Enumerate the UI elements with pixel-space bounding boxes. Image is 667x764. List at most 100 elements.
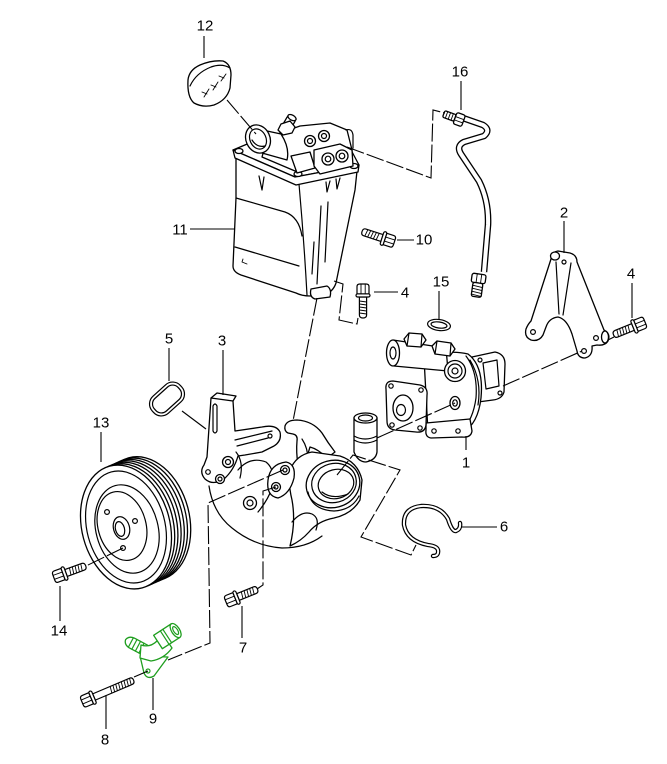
bracket-3-slot [212,403,218,434]
pump-flange-hole [418,387,424,393]
bolt-7-part [222,582,261,609]
power-steering-pump-part [385,332,506,439]
callout-5[interactable]: 5 [165,331,173,348]
assembly-line-pressure-line [346,109,446,179]
fitting-9-tab [139,655,169,679]
bracket-3-boss [214,473,226,485]
callout-1[interactable]: 1 [462,455,470,472]
o-ring-15-inner [430,321,448,329]
reservoir-lid-rim [232,149,360,186]
bolt-4-bracket-part [610,315,649,342]
callout-15[interactable]: 15 [433,274,450,291]
reservoir-port [317,129,331,143]
reservoir-lid-stud [234,147,244,155]
o-ring-15-part [426,318,452,332]
assembly-line-bolt-7 [256,486,277,590]
pipe-stub [353,412,378,463]
housing-body-outline [208,485,323,549]
port-ring-bore [317,468,355,500]
stub-bore [357,414,374,422]
reservoir-port-hole [338,152,346,160]
callout-4-reservoir[interactable]: 4 [401,285,409,302]
bracket-3-hole [267,433,273,439]
pump-valve-plug [389,346,397,360]
assembly-line-reservoir-bolt [333,280,359,325]
clip-wire-outline [401,503,463,559]
callout-6[interactable]: 6 [500,519,508,536]
reservoir-clips [258,175,341,193]
bracket-2-hole [592,335,599,342]
bolt-14-part [50,558,89,585]
reservoir-foot [309,285,332,300]
reservoir-port [335,149,349,163]
pump-plate-hole [497,390,503,396]
bracket-3-rod [235,451,242,479]
reservoir-nipple-nut [277,120,296,136]
o-ring-15-outer [426,318,452,332]
callout-8[interactable]: 8 [101,732,109,749]
assembly-line-fitting-9 [167,469,284,661]
bracket-2-part [524,250,610,359]
port-rings [159,628,173,645]
reservoir-port [321,152,335,166]
pump-flange-hole [388,383,394,389]
reservoir-panel-line [234,246,300,267]
pressure-line-part [442,110,492,298]
pump-plate-hole [477,357,483,363]
bracket-2-body [524,250,610,359]
assembly-lines [85,99,615,678]
callout-11[interactable]: 11 [172,222,188,239]
cap-body [187,60,232,107]
housing-lug [242,495,258,511]
cap-grip-marks [201,73,227,98]
pump-banjo-ring [447,363,463,379]
bolt [610,315,649,342]
o-ring-5-outer [148,381,186,417]
callout-9[interactable]: 9 [149,711,157,728]
bracket-3-hole [205,469,211,475]
reservoir-filler-thread [251,139,266,147]
reservoir-rib [311,201,329,285]
pump-flange-hole [417,425,423,431]
reservoir-port-hole [320,132,328,140]
reservoir-cap-part [187,60,232,107]
fitting-nut-faces [453,116,465,124]
assembly-line-cap [226,99,257,135]
callout-2[interactable]: 2 [560,205,568,222]
leader-lines [59,36,633,729]
housing-bolt-hole [279,464,291,476]
callout-16[interactable]: 16 [452,64,469,81]
housing-lug-hole [246,499,254,507]
callout-13[interactable]: 13 [93,415,110,432]
pump-shaft [395,403,407,417]
pulley-bolt-hole [132,517,139,524]
housing-bolt-hole-inner [273,484,279,490]
callout-12[interactable]: 12 [197,18,214,35]
callout-7[interactable]: 7 [239,640,247,657]
bracket-2-spacer [600,330,610,344]
callout-3[interactable]: 3 [218,333,226,350]
pump-inlet-bore [452,399,458,407]
bracket-2-top-boss [549,251,561,261]
o-ring-5-inner [151,384,183,414]
bracket-3-part [201,392,282,485]
callout-4-bracket[interactable]: 4 [627,266,635,283]
assembly-line-reservoir-housing [292,297,318,422]
reservoir-front-edge [298,183,308,296]
stub-bead [353,435,378,444]
pipe-fill [457,115,491,273]
engine-housing [208,419,363,549]
pulley-recess [94,484,160,574]
reservoir-panel-line [235,197,303,237]
bolt [359,224,398,250]
bracket-2-ribs [555,261,572,316]
reservoir-port-hole [306,137,314,145]
callout-14[interactable]: 14 [51,623,68,640]
callout-10[interactable]: 10 [416,232,433,249]
pump-lug-hole [431,428,437,434]
assembly-line-bracket-bolt [607,336,615,341]
pump-hex-nut-faces [406,332,423,348]
port-ring-side [307,491,360,512]
reservoir-part [232,113,360,300]
pump-mount-lugs [425,418,473,439]
